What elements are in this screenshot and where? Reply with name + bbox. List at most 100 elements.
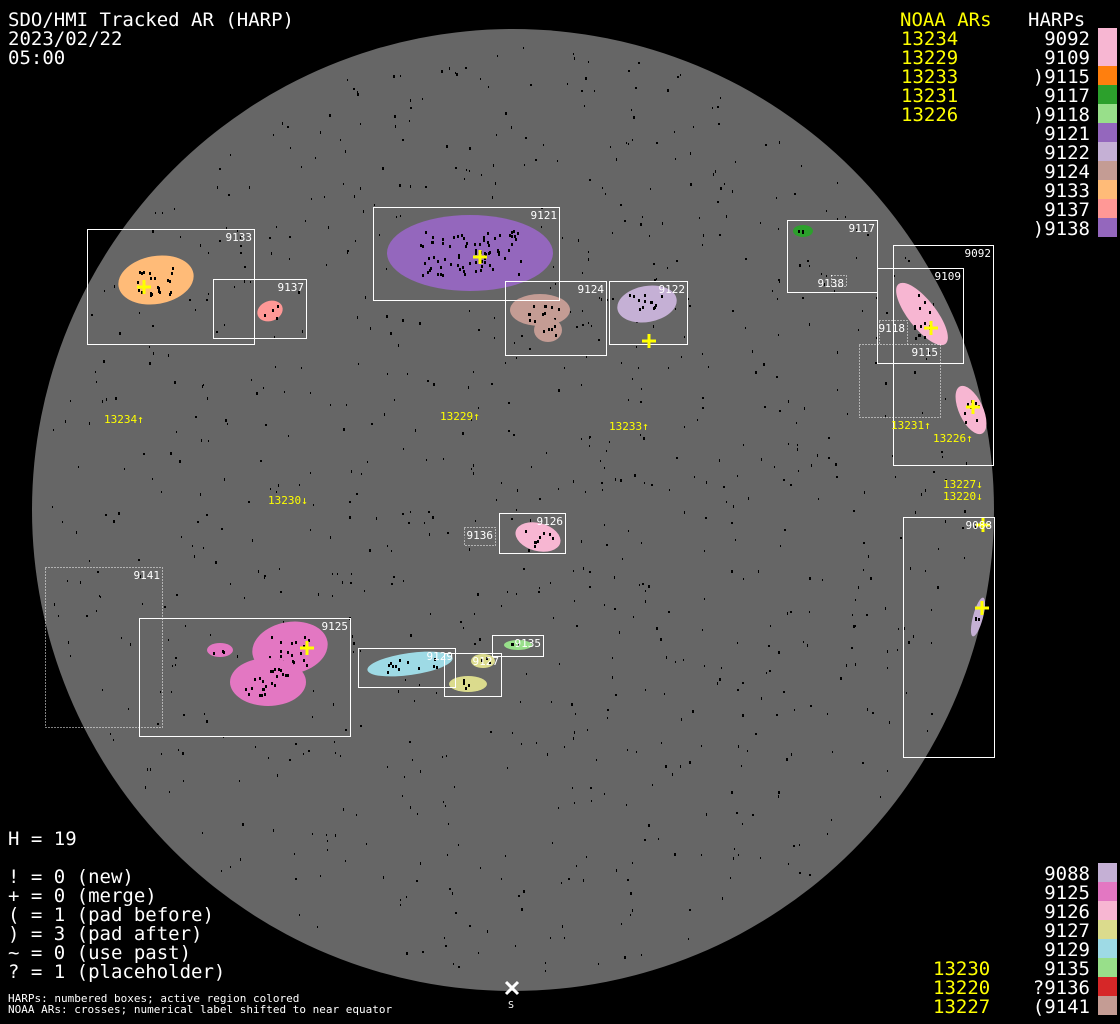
stats-line: ~ = 0 (use past) [8, 942, 192, 964]
active-region-patch [367, 651, 453, 677]
south-label: S [508, 1000, 514, 1011]
noaa-cross-icon [137, 280, 151, 294]
harp-color-swatch [1098, 161, 1117, 180]
harp-legend-item: 9124 [1044, 161, 1090, 183]
harp-legend-item: ?9136 [1032, 977, 1090, 999]
harp-box-label: 9121 [531, 209, 558, 222]
harp-color-swatch [1098, 863, 1117, 882]
harp-box[interactable] [464, 527, 496, 546]
active-region-patches [118, 215, 987, 706]
harp-box[interactable] [893, 245, 994, 466]
noaa-legend-item: 13220 [933, 977, 991, 999]
harp-box[interactable] [499, 513, 566, 554]
harp-color-swatch [1098, 104, 1117, 123]
noaa-ar-label: 13230↓ [268, 494, 308, 507]
noaa-labels: 13234↑13229↑13233↑13230↓13231↑13226↑1322… [104, 410, 983, 507]
harp-box-label: 9115 [912, 346, 939, 359]
harp-box[interactable] [139, 618, 351, 737]
harp-box[interactable] [45, 567, 163, 728]
harp-box-label: 9109 [935, 270, 962, 283]
active-region-patch [617, 285, 677, 323]
stats-line: ) = 3 (pad after) [8, 923, 203, 945]
harp-color-swatch [1098, 66, 1117, 85]
harp-color-swatch [1098, 958, 1117, 977]
noaa-heading: NOAA ARs [900, 9, 992, 31]
harp-color-swatch [1098, 199, 1117, 218]
noaa-cross-icon [473, 250, 487, 264]
harp-legend-item: 9126 [1044, 901, 1090, 923]
harp-legend-item: )9138 [1032, 218, 1090, 240]
harp-color-swatch [1098, 977, 1117, 996]
harp-box[interactable] [859, 344, 941, 418]
harp-box-label: 9137 [278, 281, 305, 294]
noaa-cross-icon [976, 518, 990, 532]
harp-color-swatch [1098, 882, 1117, 901]
south-x-icon [504, 980, 520, 996]
noaa-cross-icon [642, 334, 656, 348]
harp-box[interactable] [877, 268, 964, 364]
harp-box-label: 9136 [467, 529, 494, 542]
active-region-patch [257, 300, 283, 322]
harp-box-label: 9088 [966, 519, 993, 532]
sun-disk [32, 29, 994, 991]
harp-box-label: 9126 [537, 515, 564, 528]
harp-legend-item: 9135 [1044, 958, 1090, 980]
noaa-ar-label: 13220↓ [943, 490, 983, 503]
noaa-cross-icon [975, 601, 989, 615]
active-region-patch [230, 658, 306, 706]
harp-color-swatch [1098, 28, 1117, 47]
harp-legend-item: 9122 [1044, 142, 1090, 164]
noaa-ar-label: 13226↑ [933, 432, 973, 445]
harp-box-label: 9124 [578, 283, 605, 296]
stats-line: ( = 1 (pad before) [8, 904, 214, 926]
active-region-patch [207, 643, 233, 657]
harp-box-label: 9092 [965, 247, 992, 260]
harp-legend-item: 9117 [1044, 85, 1090, 107]
harp-box[interactable] [444, 653, 502, 697]
noaa-ar-label: 13233↑ [609, 420, 649, 433]
harp-legend-item: 9092 [1044, 28, 1090, 50]
stats-line: ! = 0 (new) [8, 866, 134, 888]
harp-heading: HARPs [1028, 9, 1086, 31]
harp-box-label: 9127 [473, 655, 500, 668]
harp-color-swatch [1098, 47, 1117, 66]
south-pole-marker: S [504, 980, 520, 1011]
harp-box[interactable] [903, 517, 995, 758]
harp-legend-item: 9088 [1044, 863, 1090, 885]
noaa-cross-icon [966, 400, 980, 414]
time: 05:00 [8, 47, 66, 69]
harp-box[interactable] [373, 207, 560, 301]
harp-color-swatch [1098, 85, 1117, 104]
noaa-cross-icon [924, 321, 938, 335]
harp-legend-item: 9127 [1044, 920, 1090, 942]
harp-box[interactable] [213, 279, 307, 339]
noaa-cross-icon [300, 641, 314, 655]
title: SDO/HMI Tracked AR (HARP) [8, 9, 294, 31]
harp-box[interactable] [505, 281, 607, 356]
noaa-legend-item: 13233 [901, 66, 959, 88]
harp-box-label: 9118 [879, 322, 906, 335]
harp-box[interactable] [492, 635, 544, 657]
harp-box-label: 9133 [226, 231, 253, 244]
harp-box[interactable] [787, 220, 878, 293]
harp-legend-item: 9133 [1044, 180, 1090, 202]
harp-color-swatch [1098, 180, 1117, 199]
harp-box-label: 9129 [427, 650, 454, 663]
harp-box[interactable] [358, 648, 456, 688]
harp-box[interactable] [831, 275, 847, 287]
harp-box-label: 9122 [659, 283, 686, 296]
noaa-legend-item: 13231 [901, 85, 959, 107]
harp-color-swatch [1098, 920, 1117, 939]
harp-color-swatch [1098, 218, 1117, 237]
noaa-legend-item: 13230 [933, 958, 991, 980]
harp-box-label: 9141 [134, 569, 161, 582]
harp-color-swatch [1098, 996, 1117, 1015]
harp-legend-item: 9137 [1044, 199, 1090, 221]
harp-box[interactable] [87, 229, 255, 345]
harp-legend-item: 9129 [1044, 939, 1090, 961]
harp-legend-item: )9115 [1032, 66, 1090, 88]
noaa-legend-item: 13227 [933, 996, 991, 1018]
harp-box-label: 9138 [818, 277, 845, 290]
harp-legend-item: (9141 [1032, 996, 1090, 1018]
active-region-patch [387, 215, 553, 291]
